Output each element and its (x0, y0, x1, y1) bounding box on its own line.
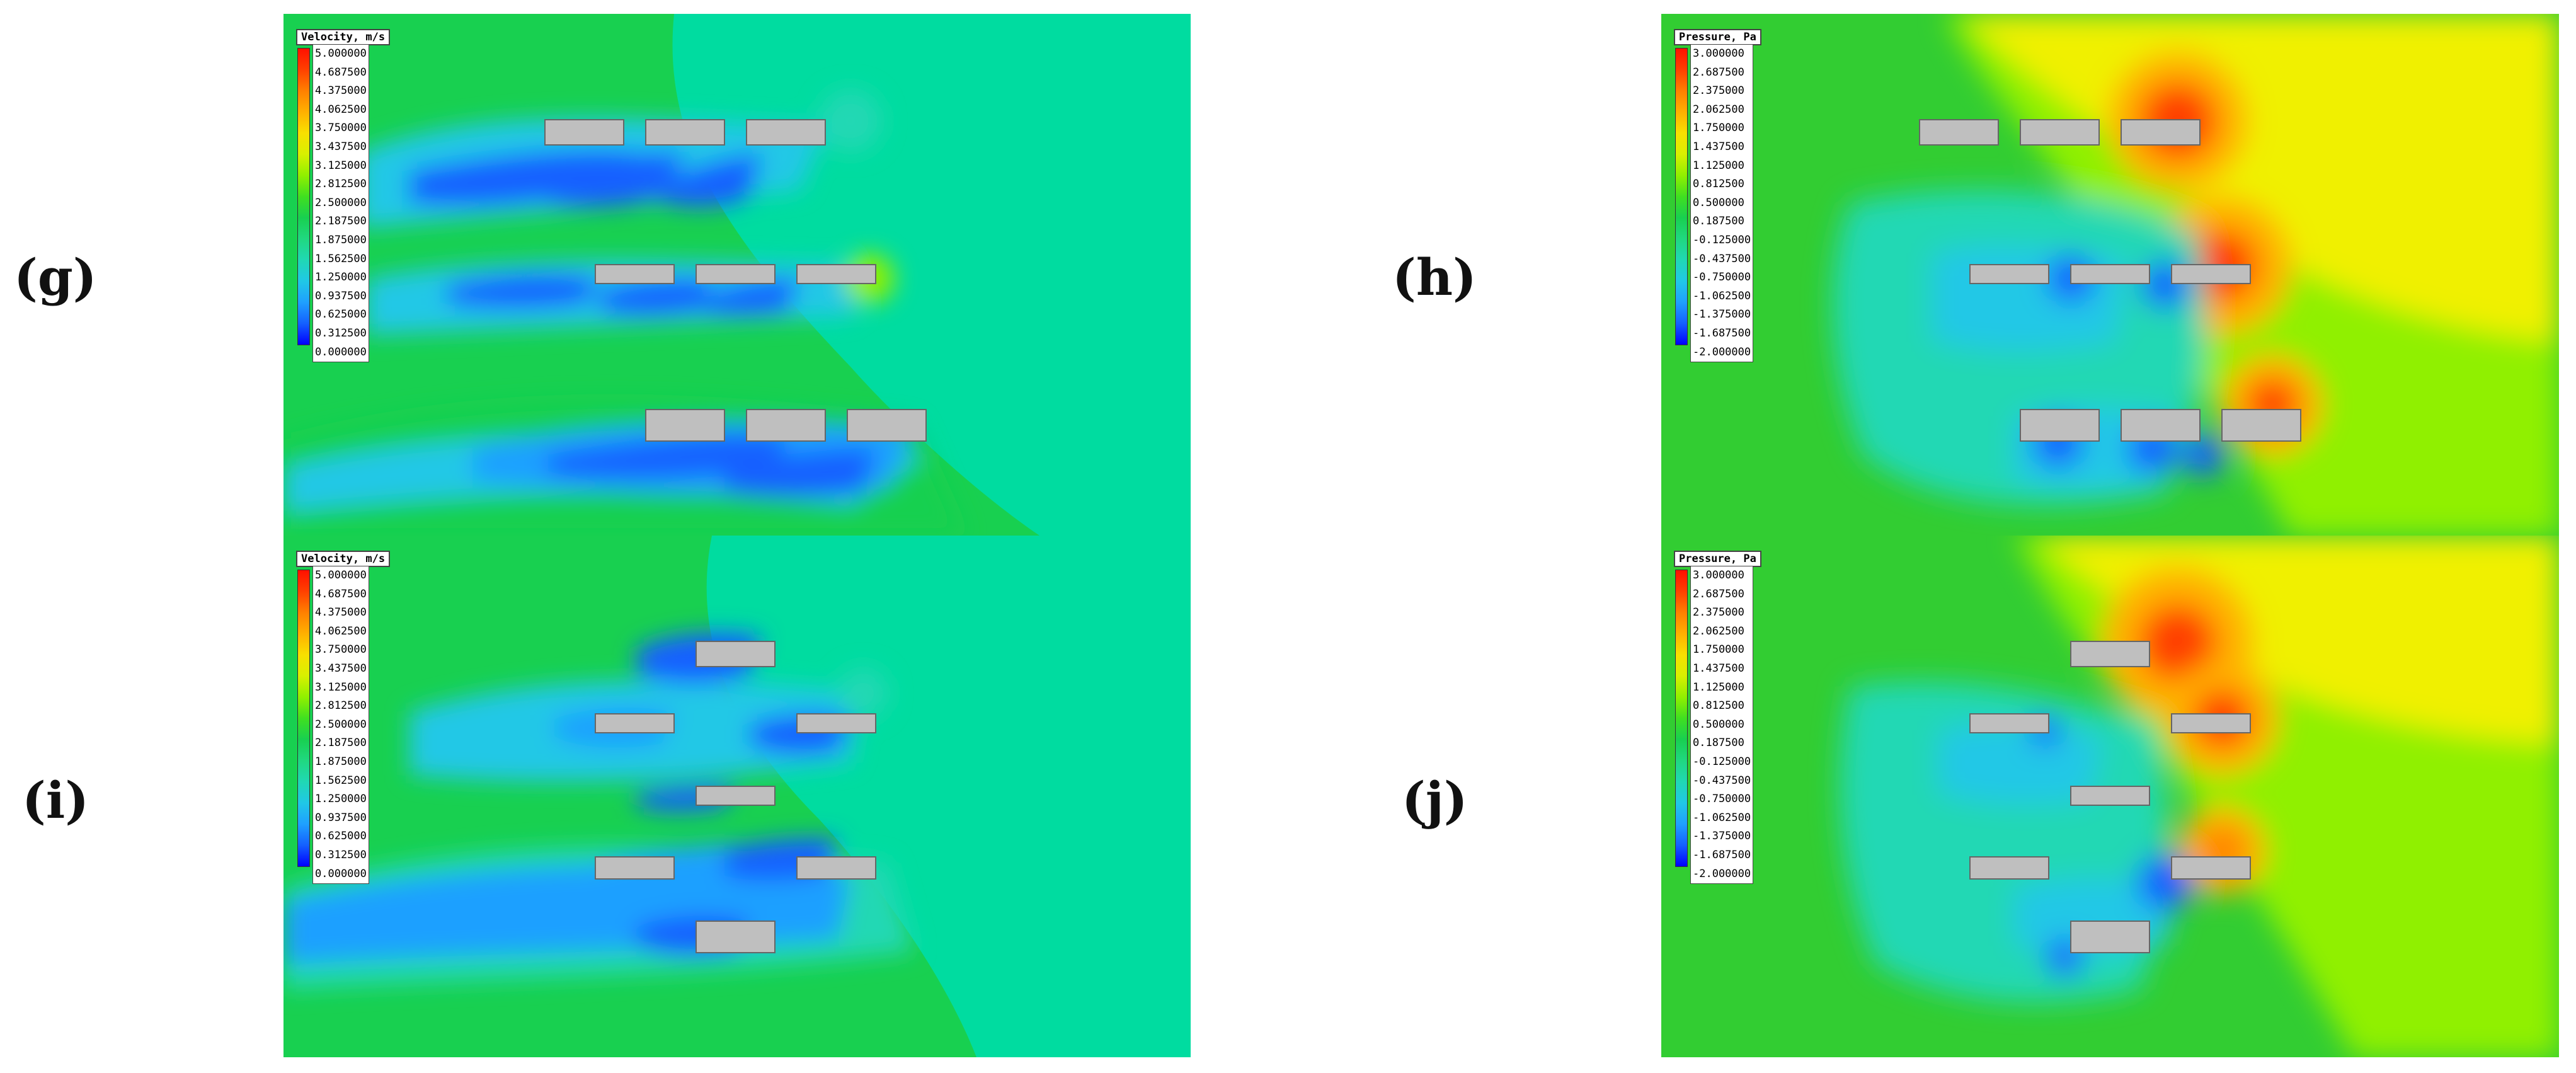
legend-tick: 2.187500 (315, 215, 367, 228)
velocity-contour-image (283, 536, 1191, 1057)
legend-tick: -0.125000 (1693, 755, 1751, 768)
legend-title: Pressure, Pa (1674, 29, 1761, 45)
pressure-legend: Pressure, Pa 3.000000 2.687500 2.375000 … (1674, 29, 1761, 363)
legend-tick: 4.375000 (315, 84, 367, 98)
legend-tick: 1.875000 (315, 233, 367, 246)
legend-tick: 0.937500 (315, 811, 367, 824)
building-blocks (595, 641, 876, 953)
legend-tick: -0.437500 (1693, 774, 1751, 787)
legend-tick: 0.312500 (315, 326, 367, 340)
legend-tick: -2.000000 (1693, 345, 1751, 359)
legend-title: Pressure, Pa (1674, 551, 1761, 567)
legend-tick: -0.125000 (1693, 233, 1751, 246)
legend-tick: 1.562500 (315, 252, 367, 265)
legend-tick: 0.812500 (1693, 178, 1744, 191)
building-blocks (1919, 119, 2301, 442)
legend-tick: 3.437500 (315, 140, 367, 153)
pressure-legend: Pressure, Pa 3.000000 2.687500 2.375000 … (1674, 551, 1761, 885)
legend-tick: 2.687500 (1693, 587, 1744, 600)
legend-tick: 2.062500 (1693, 624, 1744, 638)
legend-tick: 3.750000 (315, 122, 367, 135)
legend-tick: 2.812500 (315, 178, 367, 191)
legend-tick: 1.125000 (1693, 680, 1744, 694)
legend-tick: -1.375000 (1693, 308, 1751, 321)
panel-j-pressure-field: Pressure, Pa 3.000000 2.687500 2.375000 … (1661, 536, 2559, 1057)
pressure-contour-image (1661, 536, 2559, 1057)
legend-tick: -2.000000 (1693, 867, 1751, 880)
legend-title: Velocity, m/s (296, 29, 391, 45)
legend-tick: 0.500000 (1693, 196, 1744, 209)
legend-tick: 2.687500 (1693, 66, 1744, 79)
panel-label-j: (j) (1402, 771, 1468, 830)
legend-tick: 4.687500 (315, 587, 367, 600)
legend-tick: -0.750000 (1693, 793, 1751, 806)
colorbar (297, 570, 310, 867)
colorbar (1675, 48, 1688, 345)
legend-tick: 0.000000 (315, 867, 367, 880)
legend-tick: 1.437500 (1693, 662, 1744, 675)
legend-tick: 2.500000 (315, 196, 367, 209)
legend-tick: 1.750000 (1693, 643, 1744, 657)
legend-tick: 0.625000 (315, 830, 367, 843)
legend-tick: 3.000000 (1693, 47, 1744, 60)
legend-tick: 3.750000 (315, 643, 367, 657)
legend-tick: 3.125000 (315, 680, 367, 694)
velocity-legend: Velocity, m/s 5.000000 4.687500 4.375000… (296, 551, 391, 885)
panel-label-g: (g) (14, 248, 97, 307)
building-blocks (1969, 641, 2251, 953)
legend-tick: 0.625000 (315, 308, 367, 321)
legend-tick: -1.687500 (1693, 848, 1751, 861)
legend-tick: 3.125000 (315, 159, 367, 172)
legend-tick: -1.062500 (1693, 289, 1751, 302)
panel-label-h: (h) (1392, 248, 1477, 307)
panel-h-pressure-field: Pressure, Pa 3.000000 2.687500 2.375000 … (1661, 14, 2559, 536)
legend-tick: -0.437500 (1693, 252, 1751, 265)
legend-tick: -1.375000 (1693, 830, 1751, 843)
legend-tick: 2.812500 (315, 699, 367, 713)
legend-tick: 1.750000 (1693, 122, 1744, 135)
legend-tick: 3.000000 (1693, 569, 1744, 582)
colorbar (1675, 570, 1688, 867)
legend-tick: 5.000000 (315, 47, 367, 60)
legend-tick: 4.062500 (315, 103, 367, 116)
legend-tick: 2.500000 (315, 718, 367, 731)
legend-tick: 3.437500 (315, 662, 367, 675)
legend-tick: 5.000000 (315, 569, 367, 582)
velocity-contour-image (283, 14, 1191, 536)
legend-tick: 4.062500 (315, 624, 367, 638)
velocity-legend: Velocity, m/s 5.000000 4.687500 4.375000… (296, 29, 391, 363)
legend-tick: 0.312500 (315, 848, 367, 861)
legend-tick: 0.000000 (315, 345, 367, 359)
legend-tick: -0.750000 (1693, 271, 1751, 284)
legend-tick: -1.062500 (1693, 811, 1751, 824)
legend-tick: 1.250000 (315, 271, 367, 284)
panel-g-velocity-field: Velocity, m/s 5.000000 4.687500 4.375000… (283, 14, 1191, 536)
legend-tick: 0.937500 (315, 289, 367, 302)
legend-tick: 0.500000 (1693, 718, 1744, 731)
legend-tick: 4.687500 (315, 66, 367, 79)
building-blocks (544, 119, 927, 442)
legend-tick: 2.062500 (1693, 103, 1744, 116)
panel-label-i: (i) (22, 771, 89, 830)
legend-tick: 2.187500 (315, 737, 367, 750)
legend-tick: 1.437500 (1693, 140, 1744, 153)
colorbar (297, 48, 310, 345)
legend-tick: 0.187500 (1693, 737, 1744, 750)
legend-tick: 1.250000 (315, 793, 367, 806)
legend-tick: -1.687500 (1693, 326, 1751, 340)
legend-tick: 1.125000 (1693, 159, 1744, 172)
legend-title: Velocity, m/s (296, 551, 391, 567)
legend-tick: 0.812500 (1693, 699, 1744, 713)
legend-tick: 2.375000 (1693, 84, 1744, 98)
legend-tick: 4.375000 (315, 606, 367, 619)
legend-tick: 0.187500 (1693, 215, 1744, 228)
legend-tick: 1.875000 (315, 755, 367, 768)
pressure-contour-image (1661, 14, 2559, 536)
panel-i-velocity-field: Velocity, m/s 5.000000 4.687500 4.375000… (283, 536, 1191, 1057)
legend-tick: 1.562500 (315, 774, 367, 787)
legend-tick: 2.375000 (1693, 606, 1744, 619)
